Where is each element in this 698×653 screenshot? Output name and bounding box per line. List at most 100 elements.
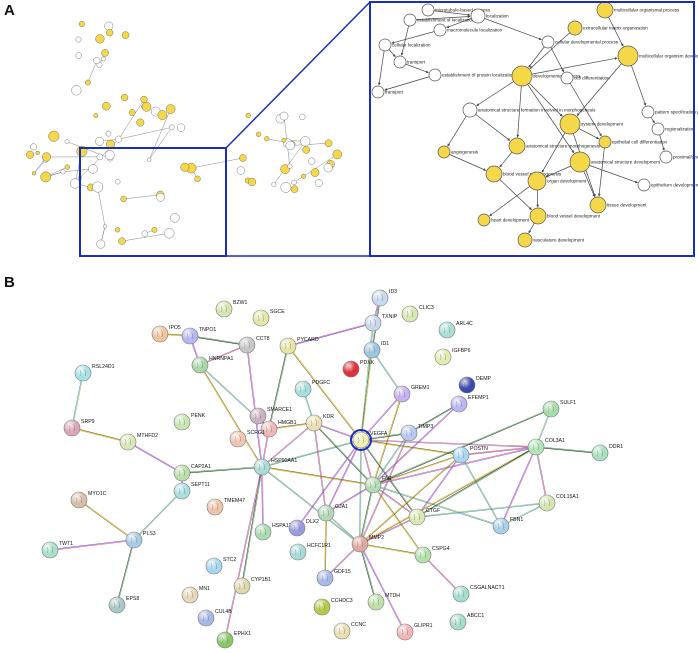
overview-node [194, 175, 201, 182]
ppi-node-label: TNPO1 [199, 327, 216, 333]
go-node-proximodistal-pattern: proximal/distal pattern formation [659, 150, 698, 164]
ppi-edge [359, 484, 373, 544]
ppi-node-sept11: SEPT11 [173, 482, 210, 500]
ppi-edge [373, 484, 502, 526]
ppi-node-label: STC2 [223, 557, 236, 563]
overview-network [26, 21, 343, 249]
overview-node [151, 226, 158, 233]
overview-node [95, 136, 104, 146]
ppi-node-label: COL3A1 [545, 438, 565, 444]
overview-node [42, 152, 52, 162]
ppi-node-kdr: KDR [305, 414, 334, 432]
ppi-node-label: SGCE [270, 309, 285, 315]
ppi-edge [536, 446, 548, 503]
ppi-node-vegfa: VEGFA [352, 431, 388, 449]
ppi-node-label: TWT1 [59, 541, 73, 547]
ppi-edge [359, 516, 417, 544]
go-node-epithelium-development: epithelium development [637, 178, 698, 192]
ppi-node-label: PDXK [360, 360, 375, 366]
ppi-node-label: ARL4C [456, 321, 473, 327]
ppi-node-label: FBN1 [510, 517, 523, 523]
go-node-label: multicellular organism development [639, 54, 698, 59]
ppi-edge [500, 502, 547, 526]
go-edge [469, 109, 511, 141]
go-node-label: proximal/distal pattern formation [673, 155, 698, 160]
go-node-label: epithelial cell differentiation [612, 140, 668, 145]
go-edge [391, 29, 441, 44]
ppi-node-sulf1: SULF1 [542, 400, 576, 418]
ppi-edge [359, 544, 376, 603]
ppi-node-hnrnpa1: HNRNPA1 [191, 356, 234, 374]
ppi-edge [461, 447, 537, 456]
ppi-edge [262, 466, 374, 485]
ppi-node-demp: DEMP [458, 376, 492, 394]
ppi-node-txnip: TXNIP [364, 314, 398, 332]
ppi-edge [313, 423, 361, 441]
ppi-edge [71, 372, 83, 428]
overview-node [239, 154, 247, 162]
go-node-label: tissue development [607, 203, 647, 208]
ppi-node-bzw1: BZW1 [215, 300, 248, 318]
ppi-edge [373, 447, 537, 486]
panel-label-b: B [4, 274, 15, 291]
ppi-edge [373, 455, 462, 486]
ppi-node-smarce1: SMARCE1 [249, 407, 292, 425]
go-node-label: macromolecule localization [447, 28, 503, 33]
ppi-edge [287, 346, 361, 441]
ppi-edge [297, 440, 362, 529]
go-edge [566, 77, 602, 137]
go-edge [576, 55, 629, 116]
ppi-edge [360, 455, 462, 545]
ppi-edge [361, 439, 537, 447]
overview-node [48, 130, 60, 142]
go-node-system-development: system development [559, 113, 624, 135]
ppi-node-cchdc3: CCHDC3 [313, 598, 353, 616]
overview-node [31, 171, 36, 176]
ppi-node-hsp90aa1: HSP90AA1 [253, 458, 297, 476]
ppi-edge [359, 454, 461, 544]
ppi-edge [200, 345, 248, 366]
ppi-edge [416, 454, 461, 517]
overview-node [141, 102, 152, 112]
ppi-edge [359, 544, 405, 633]
overview-node [71, 85, 82, 96]
ppi-edge [50, 540, 135, 551]
ppi-edge [501, 503, 548, 527]
overview-node [96, 239, 106, 249]
ppi-edge [408, 403, 459, 433]
ppi-edge [127, 442, 182, 474]
go-node-transport: transport [393, 55, 426, 69]
vegfa-highlight-ring [350, 429, 372, 451]
go-node-label: extracellular matrix organization [583, 26, 648, 31]
go-node-label: anatomical structure development [591, 160, 661, 165]
ppi-edge [288, 345, 362, 440]
ppi-node-label: CCHDC3 [331, 598, 353, 604]
go-node-angiogenesis: angiogenesis [437, 145, 479, 159]
ppi-edge [200, 364, 263, 467]
ppi-edge [314, 422, 362, 440]
ppi-node-pdgfc: PDGFC [294, 380, 330, 398]
ppi-node-label: CLIC3 [419, 305, 434, 311]
overview-node [64, 139, 70, 144]
ppi-edge [287, 322, 373, 346]
ppi-edge [268, 345, 288, 429]
overview-node [279, 111, 289, 121]
ppi-node-gdf15: GDF15 [316, 569, 351, 587]
overview-node [291, 179, 297, 186]
ppi-edge [182, 467, 263, 474]
overview-node [300, 136, 311, 147]
ppi-node-label: IPO5 [169, 325, 181, 331]
ppi-edge [409, 404, 460, 434]
ppi-node-csgalnact1: CSGALNACT1 [452, 585, 505, 603]
overview-node [104, 150, 115, 160]
ppi-edge [360, 440, 362, 545]
ppi-edges [49, 297, 601, 641]
ppi-edge [181, 466, 262, 473]
go-node-cellular-developmental: cellular developmental process [541, 35, 619, 49]
ppi-node-label: PDGFC [312, 380, 330, 386]
ppi-node-label: HMGB1 [278, 420, 297, 426]
ppi-edge [199, 344, 247, 365]
overview-node [271, 182, 277, 187]
overview-node [247, 177, 257, 186]
ppi-edge [128, 441, 183, 473]
